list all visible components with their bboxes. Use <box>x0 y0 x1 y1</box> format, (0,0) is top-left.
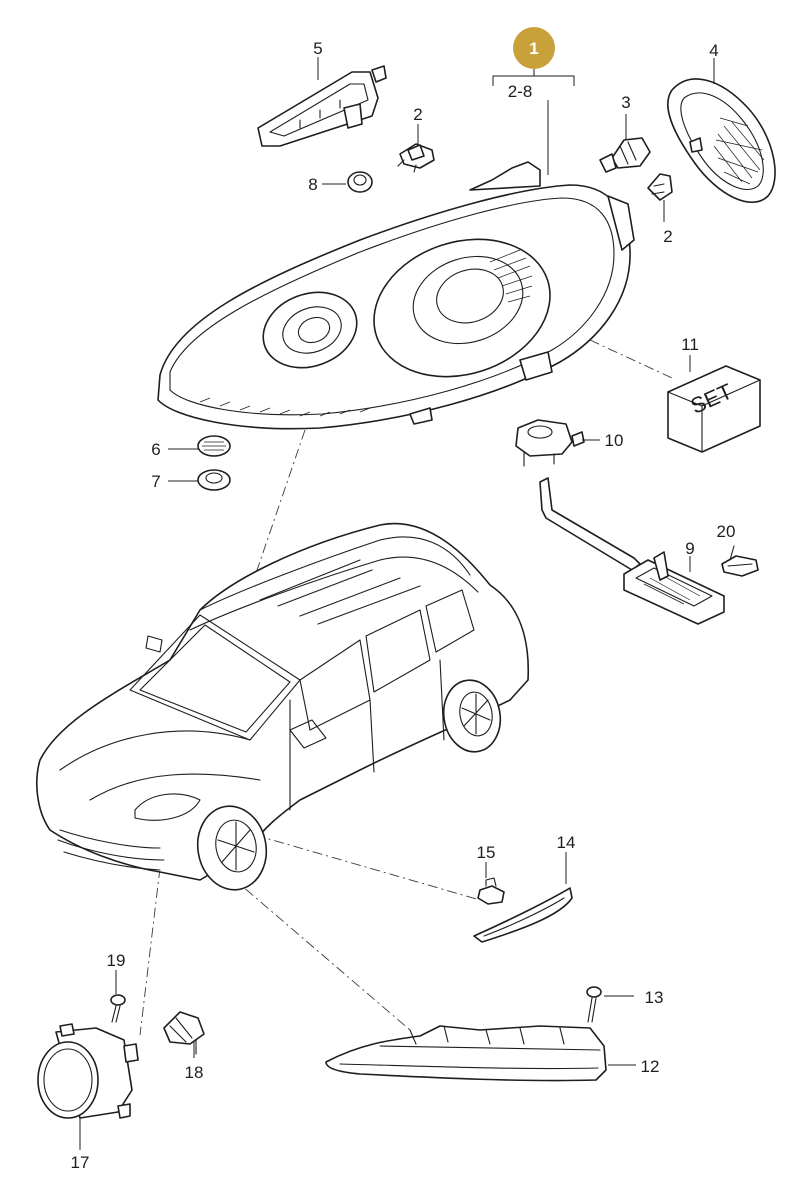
callout-15: 15 <box>477 843 496 862</box>
callout-19: 19 <box>107 951 126 970</box>
callout-10: 10 <box>605 431 624 450</box>
part-8-grommet[interactable] <box>347 171 373 193</box>
callout-8: 8 <box>308 175 317 194</box>
callout-2-right: 2 <box>663 227 672 246</box>
callout-14: 14 <box>557 833 576 852</box>
part-4-cover-cap[interactable] <box>667 78 776 204</box>
callout-3: 3 <box>621 93 630 112</box>
part-9-control-unit[interactable] <box>539 477 725 625</box>
callout-9: 9 <box>685 539 694 558</box>
callout-7: 7 <box>151 472 160 491</box>
part-10-leveling-motor[interactable] <box>515 419 585 467</box>
part-12-drl-strip[interactable] <box>325 1025 607 1082</box>
callout-12: 12 <box>641 1057 660 1076</box>
part-15-bulb[interactable] <box>477 877 505 905</box>
vehicle-illustration <box>36 522 530 891</box>
range-label: 2-8 <box>508 82 533 101</box>
callout-13: 13 <box>645 988 664 1007</box>
part-5-bracket[interactable] <box>257 65 387 147</box>
part-17-fog-light[interactable] <box>37 1023 139 1119</box>
assembly-badge[interactable]: 1 <box>513 27 555 69</box>
callout-6: 6 <box>151 440 160 459</box>
headlight-assembly[interactable] <box>157 161 635 430</box>
part-20-clip[interactable] <box>721 545 759 577</box>
part-13-screw[interactable] <box>586 986 602 1023</box>
part-11-set-box[interactable]: SET <box>667 365 761 453</box>
range-bracket: 2-8 <box>492 69 575 175</box>
callout-4: 4 <box>709 41 718 60</box>
callout-20: 20 <box>717 522 736 541</box>
callout-18: 18 <box>185 1063 204 1082</box>
part-6-vent-disc[interactable] <box>197 435 231 457</box>
callout-11: 11 <box>681 335 699 354</box>
part-19-screw[interactable] <box>110 994 126 1023</box>
badge-number: 1 <box>529 39 538 58</box>
part-2-bulb-top[interactable] <box>397 143 435 173</box>
callout-5: 5 <box>313 39 322 58</box>
part-14-side-marker[interactable] <box>473 887 573 943</box>
part-18-bulb[interactable] <box>163 1011 205 1055</box>
callout-17: 17 <box>71 1153 90 1172</box>
callout-2-top: 2 <box>413 105 422 124</box>
part-2-bulb-right[interactable] <box>647 173 673 201</box>
badge-circle <box>513 27 555 69</box>
part-3-bulb[interactable] <box>599 137 651 173</box>
part-7-seal-ring[interactable] <box>197 469 231 491</box>
